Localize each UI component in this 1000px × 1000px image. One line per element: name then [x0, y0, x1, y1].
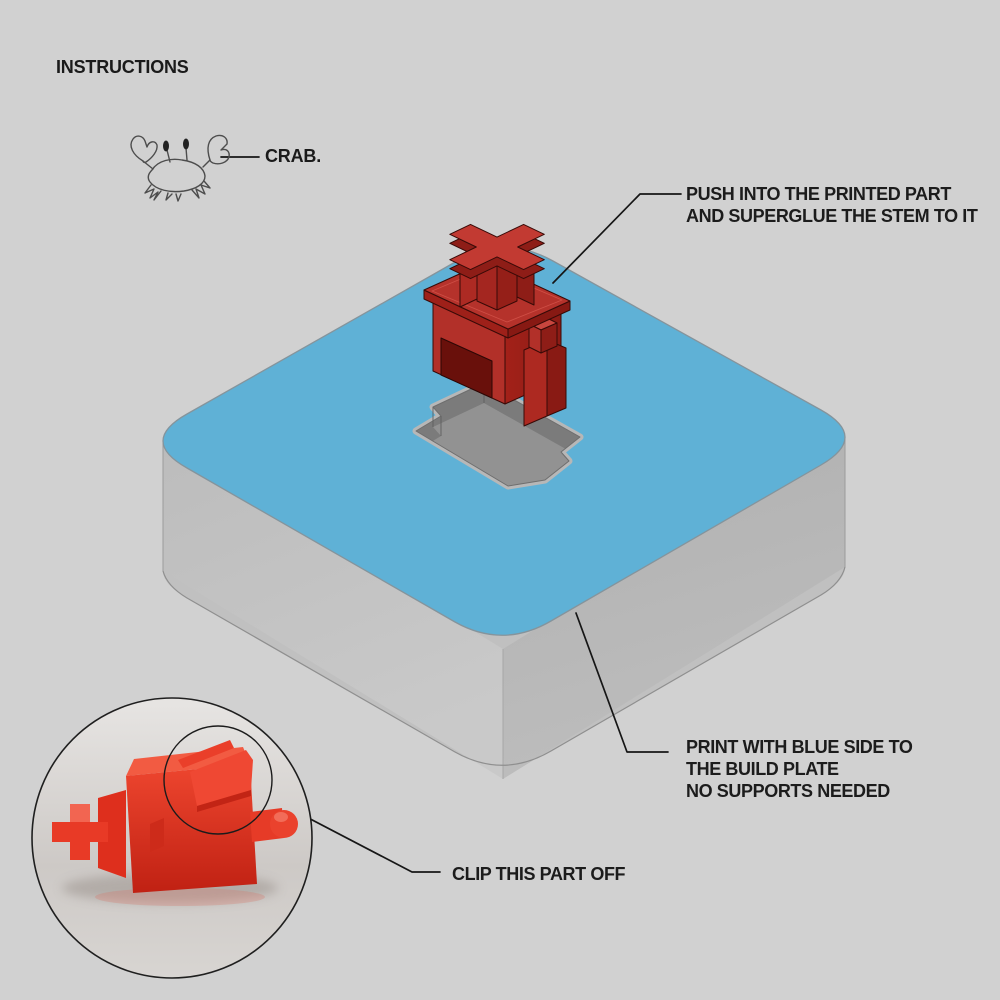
crab-right-arm	[202, 159, 211, 168]
block-bottom-edge	[162, 566, 846, 766]
push-annotation-line1: PUSH INTO THE PRINTED PART	[686, 184, 951, 204]
print-annotation-line2: THE BUILD PLATE	[686, 759, 839, 779]
crab-right-claw	[207, 134, 230, 165]
crab-doodle-icon	[130, 134, 230, 202]
block-right-face	[503, 437, 845, 779]
adapter-clip-tab-right	[540, 322, 558, 354]
print-annotation: PRINT WITH BLUE SIDE TO THE BUILD PLATE …	[686, 736, 913, 802]
crab-right-eye	[183, 138, 189, 150]
print-annotation-line3: NO SUPPORTS NEEDED	[686, 781, 890, 801]
clip-annotation: CLIP THIS PART OFF	[452, 863, 626, 885]
pocket-floor	[416, 403, 580, 486]
crab-right-legs	[191, 180, 211, 199]
crab-left-eye	[163, 140, 169, 152]
photo-body-step	[150, 818, 164, 852]
clip-annotation-line1: CLIP THIS PART OFF	[452, 864, 626, 884]
photo-inset	[31, 697, 313, 979]
photo-part-collar	[98, 790, 126, 878]
photo-part-reflection	[95, 888, 265, 906]
adapter-clip-foot-right	[546, 339, 567, 417]
photo-red-part	[52, 740, 298, 893]
photo-clip-prong-shade	[197, 790, 251, 812]
photo-circle-border	[31, 697, 313, 979]
push-leader-line	[552, 193, 682, 284]
pocket-rim-edge	[415, 382, 581, 487]
block-left-face	[163, 441, 503, 779]
crab-center-legs	[165, 192, 182, 202]
clip-highlight-circle	[163, 725, 273, 835]
adapter-arch-opening	[440, 337, 493, 399]
red-stem-adapter	[423, 223, 571, 427]
push-annotation-line2: AND SUPERGLUE THE STEM TO IT	[686, 206, 978, 226]
stem-pocket-recess	[412, 379, 584, 490]
photo-part-cross-stem	[52, 804, 108, 860]
crab-eye-stalks	[166, 147, 188, 163]
crab-left-claw	[130, 135, 158, 164]
photo-pin-highlight	[274, 812, 288, 822]
print-leader-line	[575, 612, 669, 753]
photo-clip-prong-thin	[178, 740, 234, 768]
push-annotation: PUSH INTO THE PRINTED PART AND SUPERGLUE…	[686, 183, 978, 227]
adapter-clip-foot-left	[523, 339, 548, 427]
adapter-cross-cap-top	[449, 223, 545, 271]
page-title: INSTRUCTIONS	[56, 57, 189, 77]
crab-label: CRAB.	[265, 146, 321, 166]
crab-left-legs	[144, 184, 162, 201]
clip-leader-line	[271, 798, 441, 873]
photo-clip-prong-tab	[190, 750, 253, 806]
print-annotation-line1: PRINT WITH BLUE SIDE TO	[686, 737, 913, 757]
crab-body	[147, 158, 206, 193]
photo-part-cross-highlight	[70, 804, 90, 822]
